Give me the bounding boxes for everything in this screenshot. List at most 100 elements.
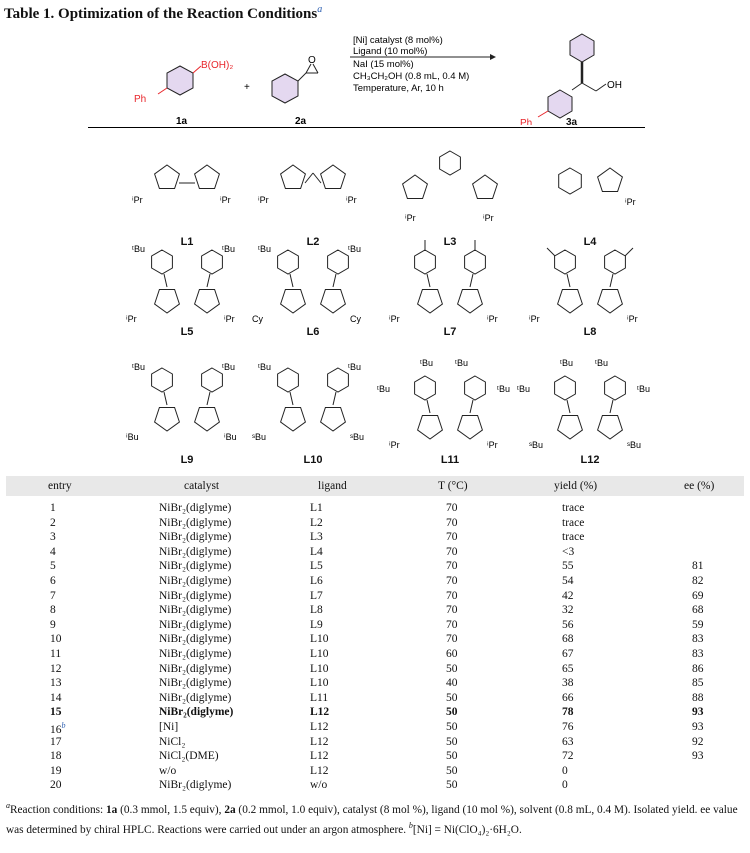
ring-shape — [194, 164, 220, 189]
substituent-label: ᵗBu — [497, 384, 510, 394]
cell-entry: 14 — [50, 691, 62, 704]
cell-yield: trace — [562, 502, 585, 514]
ring-shape — [557, 289, 583, 314]
cell-ee: 86 — [692, 662, 704, 675]
ring-shape — [201, 249, 223, 275]
ring-shape — [402, 174, 428, 199]
ring-shape — [554, 375, 576, 401]
bond-line — [609, 273, 614, 288]
substituent-label: ⁱBu — [126, 432, 139, 442]
substituent-label: ᵗBu — [258, 362, 271, 372]
cell-T: 70 — [446, 633, 458, 646]
cell-ee: 68 — [692, 604, 704, 617]
cell-T: 60 — [446, 647, 458, 660]
header-ee: ee (%) — [684, 480, 715, 492]
ring-shape — [154, 289, 180, 314]
substituent-label: ᵗBu — [258, 244, 271, 254]
compound-ref: 2a — [224, 803, 236, 816]
cell-yield: 76 — [562, 720, 574, 733]
ring-shape — [597, 167, 623, 192]
cell-yield: 68 — [562, 633, 574, 646]
cell-T: 50 — [446, 735, 458, 748]
ring-shape — [277, 367, 299, 393]
divider — [88, 127, 645, 128]
ring-shape — [201, 367, 223, 393]
substituent-label: ᵗBu — [348, 362, 361, 372]
ligand-label: L10 — [303, 454, 323, 466]
cell-yield: 66 — [562, 691, 574, 704]
ring-shape — [457, 289, 483, 314]
cell-yield: 0 — [562, 764, 568, 777]
cell-catalyst: NiBr₂(diglyme) — [159, 589, 232, 602]
bond-line — [469, 399, 474, 414]
cell-ee: 81 — [692, 560, 704, 573]
cell-T: 50 — [446, 764, 458, 777]
plus-sign: + — [244, 82, 250, 93]
substituent-label: ⁱPr — [389, 440, 400, 450]
cell-T: 70 — [446, 604, 458, 617]
bond-line — [163, 273, 168, 288]
footnote-text: (0.2 mmol, 1.0 equiv), catalyst (8 mol %… — [6, 803, 738, 836]
cell-T: 70 — [446, 560, 458, 573]
cell-catalyst: NiCl₂ — [159, 735, 186, 748]
cell-entry: 10 — [50, 633, 62, 646]
cell-yield: 55 — [562, 560, 574, 573]
cell-ee: 93 — [692, 750, 704, 763]
cell-T: 40 — [446, 677, 458, 690]
footnote-a-marker: a — [6, 801, 10, 810]
header-entry: entry — [48, 480, 72, 492]
cell-catalyst: [Ni] — [159, 720, 179, 733]
ring-shape — [277, 249, 299, 275]
ring-shape — [320, 164, 346, 189]
cell-ligand: L3 — [310, 531, 323, 544]
ring-shape — [194, 289, 220, 314]
cell-ligand: L12 — [310, 735, 329, 748]
bond-line — [206, 391, 211, 406]
substituent-label: ⁱBu — [224, 432, 237, 442]
cell-catalyst: NiBr₂(diglyme) — [159, 677, 232, 690]
cell-ligand: L2 — [310, 516, 323, 529]
entry-with-note: 16b — [50, 721, 66, 736]
cell-catalyst: NiBr₂(diglyme) — [159, 633, 232, 646]
arrow-head-icon — [490, 54, 496, 60]
ligand-label: L12 — [580, 454, 600, 466]
cell-catalyst: NiBr₂(diglyme) — [159, 604, 232, 617]
cell-yield: 38 — [562, 677, 574, 690]
bond-line — [609, 399, 614, 414]
cell-entry: 2 — [50, 516, 56, 529]
substituent-label: ᵗBu — [455, 358, 468, 368]
cell-ee: 83 — [692, 633, 704, 646]
ring-shape — [472, 174, 498, 199]
cell-yield: 56 — [562, 618, 574, 631]
hydroxyl-group: OH — [607, 80, 622, 91]
product-3a — [537, 33, 607, 119]
cell-catalyst: NiBr₂(diglyme) — [159, 647, 232, 660]
substituent-label: ⁱPr — [132, 195, 143, 205]
ring-shape — [320, 289, 346, 314]
cell-ligand: L10 — [310, 633, 329, 646]
header-ligand: ligand — [318, 480, 347, 492]
cell-ee: 69 — [692, 589, 704, 602]
condition-line: NaI (15 mol%) — [353, 59, 414, 70]
substituent-label: ⁱPr — [487, 440, 498, 450]
footnote-marker: a — [317, 4, 323, 15]
cell-catalyst: NiBr₂(diglyme) — [159, 560, 232, 573]
results-table: entry catalyst ligand T (°C) yield (%) e… — [0, 476, 750, 792]
cell-catalyst: NiBr₂(diglyme) — [159, 574, 232, 587]
ligand-label: L8 — [583, 326, 597, 338]
bond-line — [332, 391, 337, 406]
cell-T: 70 — [446, 574, 458, 587]
